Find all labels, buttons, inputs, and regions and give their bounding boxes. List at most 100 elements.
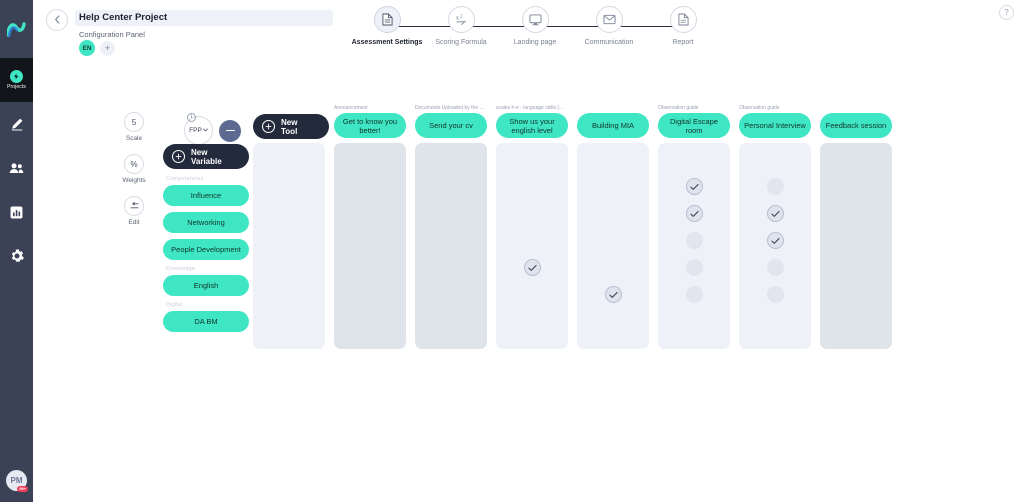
plus-icon <box>262 120 275 133</box>
bar-chart-icon <box>10 206 23 219</box>
title-block: Help Center Project Configuration Panel <box>75 10 333 39</box>
tool-column-body <box>577 143 649 349</box>
variable-pill[interactable]: Influence <box>163 185 249 206</box>
variable-group-label: Competencies <box>166 176 204 182</box>
stepper-steps: Assessment Settings x 2 Scoring Formula <box>350 6 720 52</box>
tool-column-body <box>415 143 487 349</box>
svg-text:2: 2 <box>460 14 463 19</box>
matrix-cell <box>685 259 703 276</box>
minus-icon <box>225 129 235 132</box>
sidebar-item-edit[interactable] <box>0 102 33 146</box>
matrix-cell <box>524 178 541 195</box>
variable-pill[interactable]: English <box>163 275 249 296</box>
scale-value: 5 <box>131 117 137 127</box>
variable-pill[interactable]: People Development <box>163 239 249 260</box>
tool-column-pill[interactable]: Send your cv <box>415 113 487 138</box>
step-scoring-formula[interactable]: x 2 Scoring Formula <box>424 6 498 52</box>
matrix-cell <box>605 178 622 195</box>
tool-column-pill[interactable]: Show us your english level <box>496 113 568 138</box>
fpp-control-group: i FPP <box>184 110 241 145</box>
report-icon <box>669 6 697 33</box>
people-icon <box>9 162 24 174</box>
page-subtitle: Configuration Panel <box>79 30 145 39</box>
tool-column-note: scales h-e - language skills (... <box>496 105 564 111</box>
check-marker-icon[interactable] <box>523 259 541 276</box>
info-icon[interactable]: i <box>187 113 196 122</box>
empty-marker-icon[interactable] <box>685 286 703 303</box>
page-title: Help Center Project <box>79 12 168 23</box>
empty-marker-icon[interactable] <box>766 286 784 303</box>
step-label: Communication <box>584 39 634 46</box>
left-nav-rail: Projects <box>0 0 33 502</box>
page-title-bar: Help Center Project <box>75 10 333 26</box>
tool-column-note <box>577 104 649 113</box>
sidebar-item-projects[interactable]: Projects <box>0 58 33 102</box>
tool-column-pill[interactable]: Building MIA <box>577 113 649 138</box>
tool-column: Building MIA <box>577 104 649 349</box>
check-marker-icon[interactable] <box>685 205 703 222</box>
step-label: Scoring Formula <box>435 39 487 46</box>
variable-group-label: Knowledge <box>166 266 196 272</box>
mode-weights[interactable]: % Weights <box>121 154 147 184</box>
tool-column-pill[interactable]: Get to know you better! <box>334 113 406 138</box>
document-icon <box>373 6 401 33</box>
matrix-cell <box>766 259 784 276</box>
sidebar-item-settings[interactable] <box>0 234 33 278</box>
tool-column-pill[interactable]: Digital Escape room <box>658 113 730 138</box>
step-report[interactable]: Report <box>646 6 720 52</box>
sidebar-item-reports[interactable] <box>0 190 33 234</box>
tool-column-body <box>334 143 406 349</box>
sidebar-item-people[interactable] <box>0 146 33 190</box>
mode-edit[interactable]: Edit <box>121 196 147 226</box>
empty-marker-icon[interactable] <box>685 232 703 249</box>
plus-icon <box>172 150 185 163</box>
check-marker-icon[interactable] <box>766 232 784 249</box>
chevron-down-icon <box>202 127 208 134</box>
check-marker-icon[interactable] <box>685 178 703 195</box>
step-label: Assessment Settings <box>351 39 423 46</box>
language-badge-en[interactable]: EN <box>79 40 95 56</box>
empty-marker-icon[interactable] <box>766 178 784 195</box>
avatar[interactable]: PM 99+ <box>6 470 28 492</box>
new-variable-button[interactable]: New Variable <box>163 144 249 169</box>
variable-group-label: Digital <box>166 302 183 308</box>
tool-column-pill[interactable]: Personal Interview <box>739 113 811 138</box>
app-logo-icon[interactable] <box>0 0 33 58</box>
empty-marker-icon[interactable] <box>766 259 784 276</box>
help-button[interactable]: ? <box>999 5 1014 20</box>
back-button[interactable] <box>46 9 68 31</box>
tool-column-pill[interactable]: Feedback session <box>820 113 892 138</box>
mode-buttons: 5 Scale % Weights Edit <box>121 112 147 238</box>
mode-scale[interactable]: 5 Scale <box>121 112 147 142</box>
step-communication[interactable]: Communication <box>572 6 646 52</box>
new-variable-label: New Variable <box>191 147 222 166</box>
check-marker-icon[interactable] <box>766 205 784 222</box>
variable-pill[interactable]: Networking <box>163 212 249 233</box>
sidebar-item-label: Projects <box>7 84 26 90</box>
tool-column-note: Announcement <box>334 105 368 111</box>
step-assessment-settings[interactable]: Assessment Settings <box>350 6 424 52</box>
mode-label: Scale <box>125 135 143 142</box>
matrix-cell <box>766 232 784 249</box>
variable-pill[interactable]: DA BM <box>163 311 249 332</box>
collapse-button[interactable] <box>219 119 241 142</box>
matrix-cell <box>605 232 622 249</box>
matrix-cell <box>524 205 541 222</box>
weights-glyph: % <box>130 159 138 169</box>
tool-column-note: Documents Uploaded by the ... <box>415 105 484 111</box>
new-tool-button[interactable]: New Tool <box>253 114 329 139</box>
step-landing-page[interactable]: Landing page <box>498 6 572 52</box>
matrix-cell <box>605 205 622 222</box>
tool-column-rows <box>523 178 541 303</box>
check-marker-icon[interactable] <box>604 286 622 303</box>
add-language-button[interactable]: + <box>100 40 115 56</box>
tool-column-note <box>820 104 892 113</box>
edit-arrow-icon <box>124 196 144 216</box>
language-selector: EN + <box>79 40 115 56</box>
empty-marker-icon[interactable] <box>685 259 703 276</box>
tool-column-body <box>658 143 730 349</box>
new-tool-label: New Tool <box>281 117 298 136</box>
